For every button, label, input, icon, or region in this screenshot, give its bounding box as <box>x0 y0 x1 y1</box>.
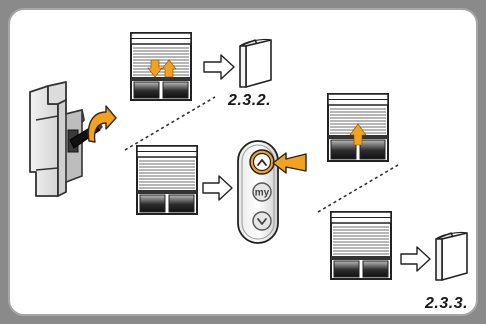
press-pointer-arrow-icon <box>272 152 307 174</box>
remote-up-button[interactable] <box>249 149 275 175</box>
up-arrow-icon <box>161 59 177 78</box>
shutter-window-moving-up <box>327 93 389 162</box>
reference-label-step-b: 2.3.3. <box>425 295 469 312</box>
circuit-breaker-icon <box>29 81 103 197</box>
down-arrow-icon <box>147 59 163 78</box>
dotted-separator <box>317 164 399 213</box>
reference-label-step-a: 2.3.2. <box>228 92 272 109</box>
down-chevron-icon <box>257 218 267 225</box>
switch-on-arrow-icon <box>87 105 117 143</box>
remote-control: my <box>237 140 279 244</box>
up-chevron-icon <box>257 159 267 166</box>
next-step-arrow-icon <box>400 246 431 272</box>
next-step-arrow-icon <box>202 175 233 201</box>
shutter-window-moving <box>130 32 192 101</box>
my-button-label: my <box>255 188 270 199</box>
shutter-window <box>330 211 392 280</box>
next-step-arrow-icon <box>203 54 235 80</box>
up-arrow-icon <box>349 123 367 146</box>
manual-booklet-icon <box>239 38 272 88</box>
dotted-separator <box>124 96 216 151</box>
remote-down-button[interactable] <box>252 211 272 231</box>
shutter-window <box>136 145 198 215</box>
manual-booklet-icon <box>435 231 468 281</box>
remote-my-button[interactable]: my <box>252 182 272 202</box>
